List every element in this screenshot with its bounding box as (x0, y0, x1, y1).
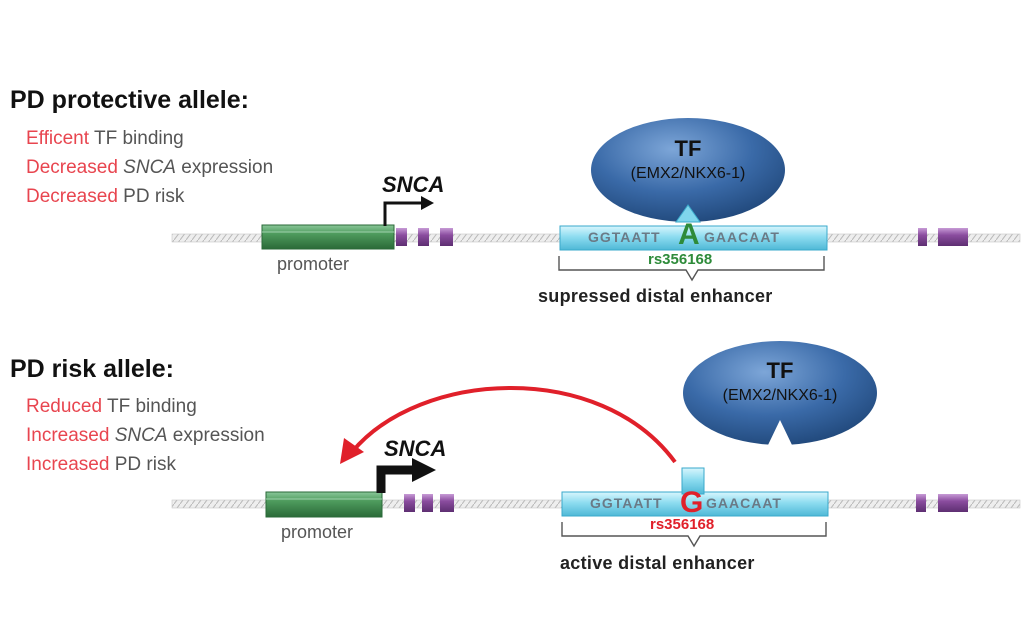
tf-subtitle-bottom: (EMX2/NKX6-1) (722, 387, 838, 404)
tf-title-top: TF (674, 136, 702, 161)
tf-ellipse-bottom (683, 341, 877, 445)
enhancer-label-bottom: active distal enhancer (560, 553, 755, 573)
allele-g: G (680, 486, 704, 519)
exon-bottom-1 (404, 494, 415, 512)
snca-label-top: SNCA (382, 172, 445, 197)
enhancer-block-top (559, 225, 828, 251)
risk-bullet-2: Increased SNCA expression (26, 425, 265, 446)
enhancer-bracket-top (558, 256, 825, 282)
exon-top-4 (918, 228, 927, 246)
risk-bullet-3: Increased PD risk (26, 454, 176, 475)
enhancer-block-bottom (561, 491, 829, 517)
rs-label-top: rs356168 (648, 251, 713, 268)
risk-bullet-1: Reduced TF binding (26, 396, 197, 417)
enhancer-bracket-bottom (561, 522, 827, 548)
exon-top-1 (396, 228, 407, 246)
protective-bullet-3: Decreased PD risk (26, 186, 185, 207)
tss-arrow-bottom (376, 465, 416, 493)
allele-a: A (678, 218, 700, 251)
protective-bullet-2: Decreased SNCA expression (26, 157, 274, 178)
exon-top-2 (418, 228, 429, 246)
binding-site-bump (681, 467, 705, 495)
enhancer-label-top: supressed distal enhancer (538, 286, 773, 306)
tss-arrow-top (383, 201, 423, 226)
tf-ellipse-top (591, 118, 785, 222)
sequence-left-top: GGTAATT (588, 229, 661, 245)
sequence-right-bottom: GAACAAT (706, 495, 782, 511)
promoter-label-bottom: promoter (281, 522, 354, 542)
exon-top-5 (938, 228, 968, 246)
protective-heading: PD protective allele: (10, 86, 249, 114)
exon-bottom-4 (916, 494, 926, 512)
risk-heading: PD risk allele: (10, 355, 174, 383)
rs-label-bottom: rs356168 (650, 516, 715, 533)
tf-title-bottom: TF (766, 358, 794, 383)
exon-bottom-3 (440, 494, 454, 512)
tf-subtitle-top: (EMX2/NKX6-1) (630, 165, 746, 182)
enhancer-promoter-arrow (350, 386, 677, 464)
exon-bottom-2 (422, 494, 433, 512)
protective-bullet-1: Efficent TF binding (26, 128, 184, 149)
risk-panel-graphics (171, 341, 1021, 548)
sequence-left-bottom: GGTAATT (590, 495, 663, 511)
promoter-label-top: promoter (277, 254, 350, 274)
protective-panel-graphics (171, 118, 1021, 282)
exon-bottom-5 (938, 494, 968, 512)
promoter-block-top (261, 224, 395, 250)
exon-top-3 (440, 228, 453, 246)
sequence-right-top: GAACAAT (704, 229, 780, 245)
promoter-block-bottom (265, 491, 383, 518)
snca-label-bottom: SNCA (384, 436, 447, 461)
